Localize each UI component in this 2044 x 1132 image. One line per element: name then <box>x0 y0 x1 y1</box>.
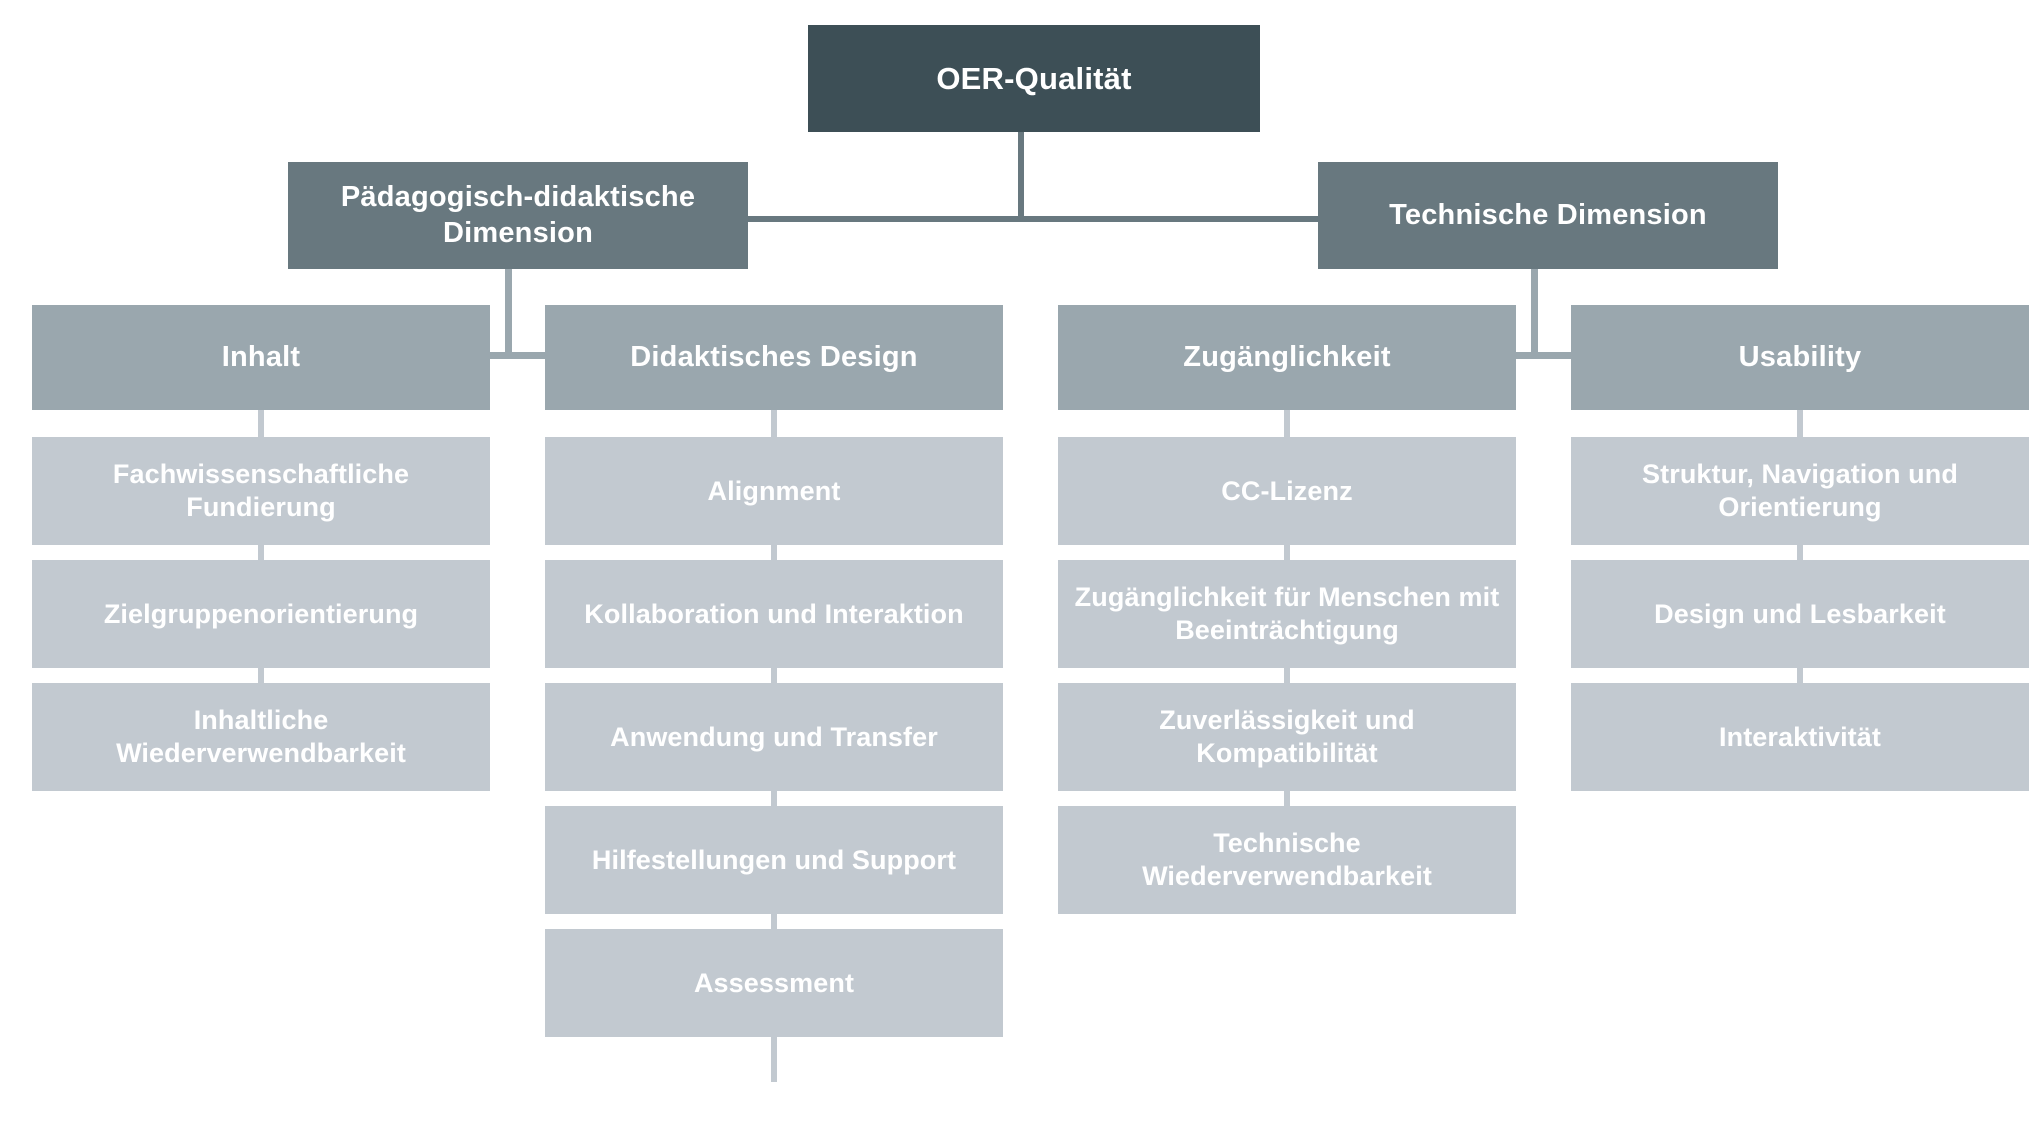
node-category-inhalt[interactable]: Inhalt <box>32 305 490 410</box>
node-criterion-alignment[interactable]: Alignment <box>545 437 1003 545</box>
node-criterion-zugaenglichkeit-fuer-menschen-mit-beeintraechtigung[interactable]: Zugänglichkeit für Menschen mit Beeinträ… <box>1058 560 1516 668</box>
node-criterion-label: Fachwissenschaftliche Fundierung <box>112 459 410 522</box>
node-category-zugaenglichkeit[interactable]: Zugänglichkeit <box>1058 305 1516 410</box>
node-criterion-label: Anwendung und Transfer <box>610 721 938 752</box>
node-criterion-design-und-lesbarkeit[interactable]: Design und Lesbarkeit <box>1571 560 2029 668</box>
node-criterion-label: Assessment <box>693 967 855 998</box>
node-criterion-struktur-navigation-und-orientierung[interactable]: Struktur, Navigation und Orientierung <box>1571 437 2029 545</box>
connector-right-dimension-stem <box>1531 268 1538 358</box>
connector-left-dimension-stem <box>505 268 512 358</box>
node-category-label: Didaktisches Design <box>630 340 918 373</box>
node-root-label: OER-Qualität <box>936 60 1132 96</box>
node-criterion-anwendung-und-transfer[interactable]: Anwendung und Transfer <box>545 683 1003 791</box>
node-criterion-label: CC-Lizenz <box>1221 475 1353 506</box>
node-criterion-label: Technische Wiederverwendbarkeit <box>1142 828 1432 891</box>
node-category-usability[interactable]: Usability <box>1571 305 2029 410</box>
node-criterion-cc-lizenz[interactable]: CC-Lizenz <box>1058 437 1516 545</box>
node-dimension-label: Pädagogisch-didaktische Dimension <box>340 181 696 249</box>
node-criterion-fachwissenschaftliche-fundierung[interactable]: Fachwissenschaftliche Fundierung <box>32 437 490 545</box>
node-criterion-interaktivitaet[interactable]: Interaktivität <box>1571 683 2029 791</box>
connector-root-stem <box>1018 132 1024 220</box>
node-category-didaktisches-design[interactable]: Didaktisches Design <box>545 305 1003 410</box>
node-criterion-assessment[interactable]: Assessment <box>545 929 1003 1037</box>
node-criterion-label: Kollaboration und Interaktion <box>584 598 964 629</box>
node-dimension-paedagogisch-didaktische[interactable]: Pädagogisch-didaktische Dimension <box>288 162 748 269</box>
node-criterion-label: Zugänglichkeit für Menschen mit Beeinträ… <box>1074 582 1500 645</box>
node-criterion-zuverlaessigkeit-und-kompatibilitaet[interactable]: Zuverlässigkeit und Kompatibilität <box>1058 683 1516 791</box>
connector-right-category-bus <box>1481 352 1591 359</box>
node-criterion-zielgruppenorientierung[interactable]: Zielgruppenorientierung <box>32 560 490 668</box>
node-criterion-technische-wiederverwendbarkeit[interactable]: Technische Wiederverwendbarkeit <box>1058 806 1516 914</box>
node-criterion-label: Design und Lesbarkeit <box>1654 598 1946 629</box>
node-criterion-label: Zuverlässigkeit und Kompatibilität <box>1159 705 1415 768</box>
node-category-label: Usability <box>1738 340 1862 373</box>
node-criterion-label: Alignment <box>707 475 841 506</box>
node-criterion-kollaboration-und-interaktion[interactable]: Kollaboration und Interaktion <box>545 560 1003 668</box>
node-root-oer-qualitaet[interactable]: OER-Qualität <box>808 25 1260 132</box>
node-criterion-label: Struktur, Navigation und Orientierung <box>1642 459 1958 522</box>
node-criterion-inhaltliche-wiederverwendbarkeit[interactable]: Inhaltliche Wiederverwendbarkeit <box>32 683 490 791</box>
connector-dimension-bus <box>744 216 1322 222</box>
connector-left-category-bus <box>455 352 565 359</box>
node-category-label: Zugänglichkeit <box>1183 340 1391 373</box>
node-dimension-technische[interactable]: Technische Dimension <box>1318 162 1778 269</box>
node-criterion-hilfestellungen-und-support[interactable]: Hilfestellungen und Support <box>545 806 1003 914</box>
node-criterion-label: Zielgruppenorientierung <box>103 598 419 629</box>
node-dimension-label: Technische Dimension <box>1389 198 1707 231</box>
node-criterion-label: Interaktivität <box>1719 721 1881 752</box>
node-criterion-label: Inhaltliche Wiederverwendbarkeit <box>116 705 406 768</box>
node-criterion-label: Hilfestellungen und Support <box>591 844 957 875</box>
node-category-label: Inhalt <box>221 340 301 373</box>
